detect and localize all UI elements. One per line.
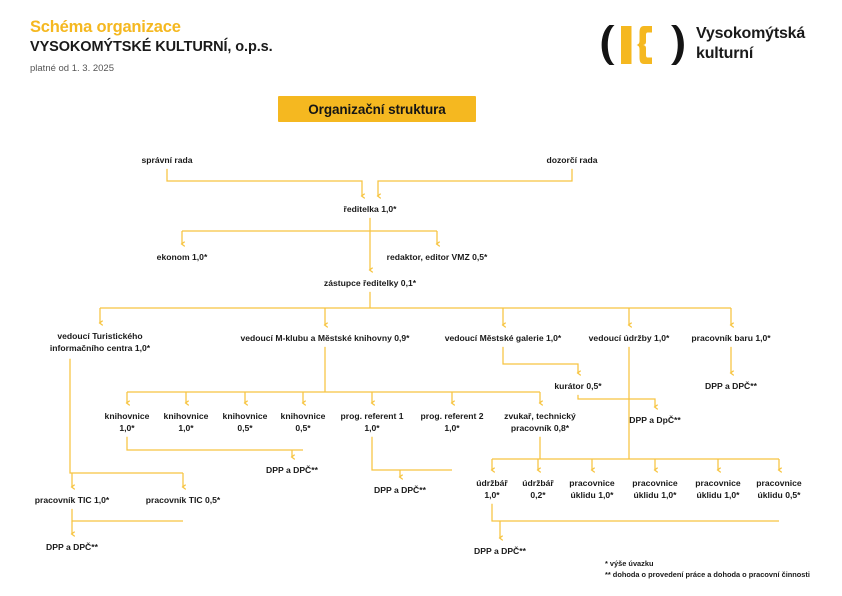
org-node-prog-ref2: prog. referent 2 1,0* (420, 411, 484, 433)
legend-footnotes: * výše úvazku ** dohoda o provedení prác… (605, 559, 810, 580)
org-node-udrzbar2: údržbář 0,2* (522, 478, 554, 500)
org-node-knihovnice3: knihovnice 0,5* (222, 411, 268, 433)
org-node-uklid2: pracovnice úklidu 1,0* (632, 478, 678, 500)
org-node-dpp-knihovnice: DPP a DPČ** (266, 465, 318, 475)
org-node-dpp-kurator: DPP a DpČ** (629, 415, 681, 425)
org-node-prac-tic1: pracovník TIC 1,0* (34, 495, 110, 505)
org-node-ved-galerie: vedoucí Městské galerie 1,0* (444, 333, 562, 343)
page-subtitle: VYSOKOMÝTSKÉ KULTURNÍ, o.p.s. (30, 39, 273, 55)
org-node-ved-mklub: vedoucí M-klubu a Městské knihovny 0,9* (240, 333, 410, 343)
org-node-prac-baru: pracovník baru 1,0* (691, 333, 771, 343)
org-node-ekonom: ekonom 1,0* (156, 252, 208, 262)
org-node-dpp-udrzba: DPP a DPČ** (474, 546, 526, 556)
org-node-dpp-tic: DPP a DPČ** (46, 542, 98, 552)
org-node-ved-tic: vedoucí Turistického informačního centra… (49, 331, 151, 353)
org-node-prac-tic2: pracovník TIC 0,5* (145, 495, 221, 505)
org-node-kurator: kurátor 0,5* (554, 381, 602, 391)
org-node-uklid4: pracovnice úklidu 0,5* (756, 478, 802, 500)
brand-logo-text: Vysokomýtská kulturní (696, 25, 806, 62)
org-node-spravni-rada: správní rada (141, 155, 193, 165)
org-node-knihovnice2: knihovnice 1,0* (163, 411, 209, 433)
banner-label: Organizační struktura (308, 101, 446, 117)
org-node-knihovnice4: knihovnice 0,5* (280, 411, 326, 433)
organizational-structure-banner: Organizační struktura (278, 96, 476, 122)
valid-from-text: platné od 1. 3. 2025 (30, 63, 114, 74)
org-node-redaktor: redaktor, editor VMZ 0,5* (386, 252, 488, 262)
org-node-zvukar: zvukař, technický pracovník 0,8* (504, 411, 576, 433)
org-node-dpp-prog: DPP a DPČ** (374, 485, 426, 495)
org-node-zastupce: zástupce ředitelky 0,1* (323, 278, 417, 288)
brand-logo: Vysokomýtská kulturní (600, 22, 830, 70)
bracket-brace-logo-icon (601, 25, 684, 65)
org-node-udrzbar1: údržbář 1,0* (476, 478, 508, 500)
org-node-dpp-baru: DPP a DPČ** (705, 381, 757, 391)
org-node-prog-ref1: prog. referent 1 1,0* (340, 411, 404, 433)
org-node-knihovnice1: knihovnice 1,0* (104, 411, 150, 433)
org-node-reditelka: ředitelka 1,0* (343, 204, 397, 214)
org-node-dozorci-rada: dozorčí rada (546, 155, 598, 165)
page-title: Schéma organizace (30, 18, 181, 36)
org-node-uklid1: pracovnice úklidu 1,0* (569, 478, 615, 500)
org-node-uklid3: pracovnice úklidu 1,0* (695, 478, 741, 500)
org-node-ved-udrzby: vedoucí údržby 1,0* (588, 333, 670, 343)
